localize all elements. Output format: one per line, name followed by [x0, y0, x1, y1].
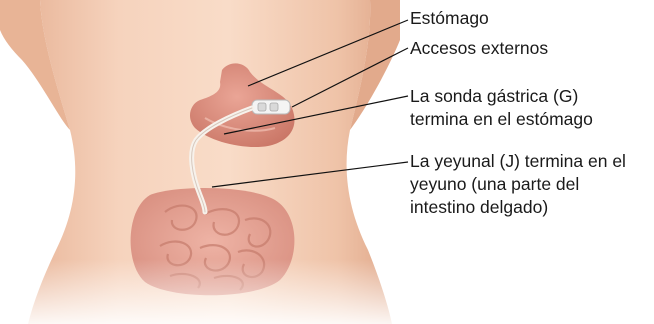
label-g-tube-line-1: La sonda gástrica (G) — [410, 85, 593, 108]
label-j-tube-line-3: intestino delgado) — [410, 196, 626, 219]
label-stomach: Estómago — [410, 7, 489, 30]
label-j-tube-line-1: La yeyunal (J) termina en el — [410, 150, 626, 173]
label-g-tube: La sonda gástrica (G) termina en el estó… — [410, 85, 593, 131]
label-g-tube-line-2: termina en el estómago — [410, 108, 593, 131]
label-external-access: Accesos externos — [410, 37, 548, 60]
label-j-tube-line-2: yeyuno (una parte del — [410, 173, 626, 196]
label-j-tube: La yeyunal (J) termina en el yeyuno (una… — [410, 150, 626, 219]
